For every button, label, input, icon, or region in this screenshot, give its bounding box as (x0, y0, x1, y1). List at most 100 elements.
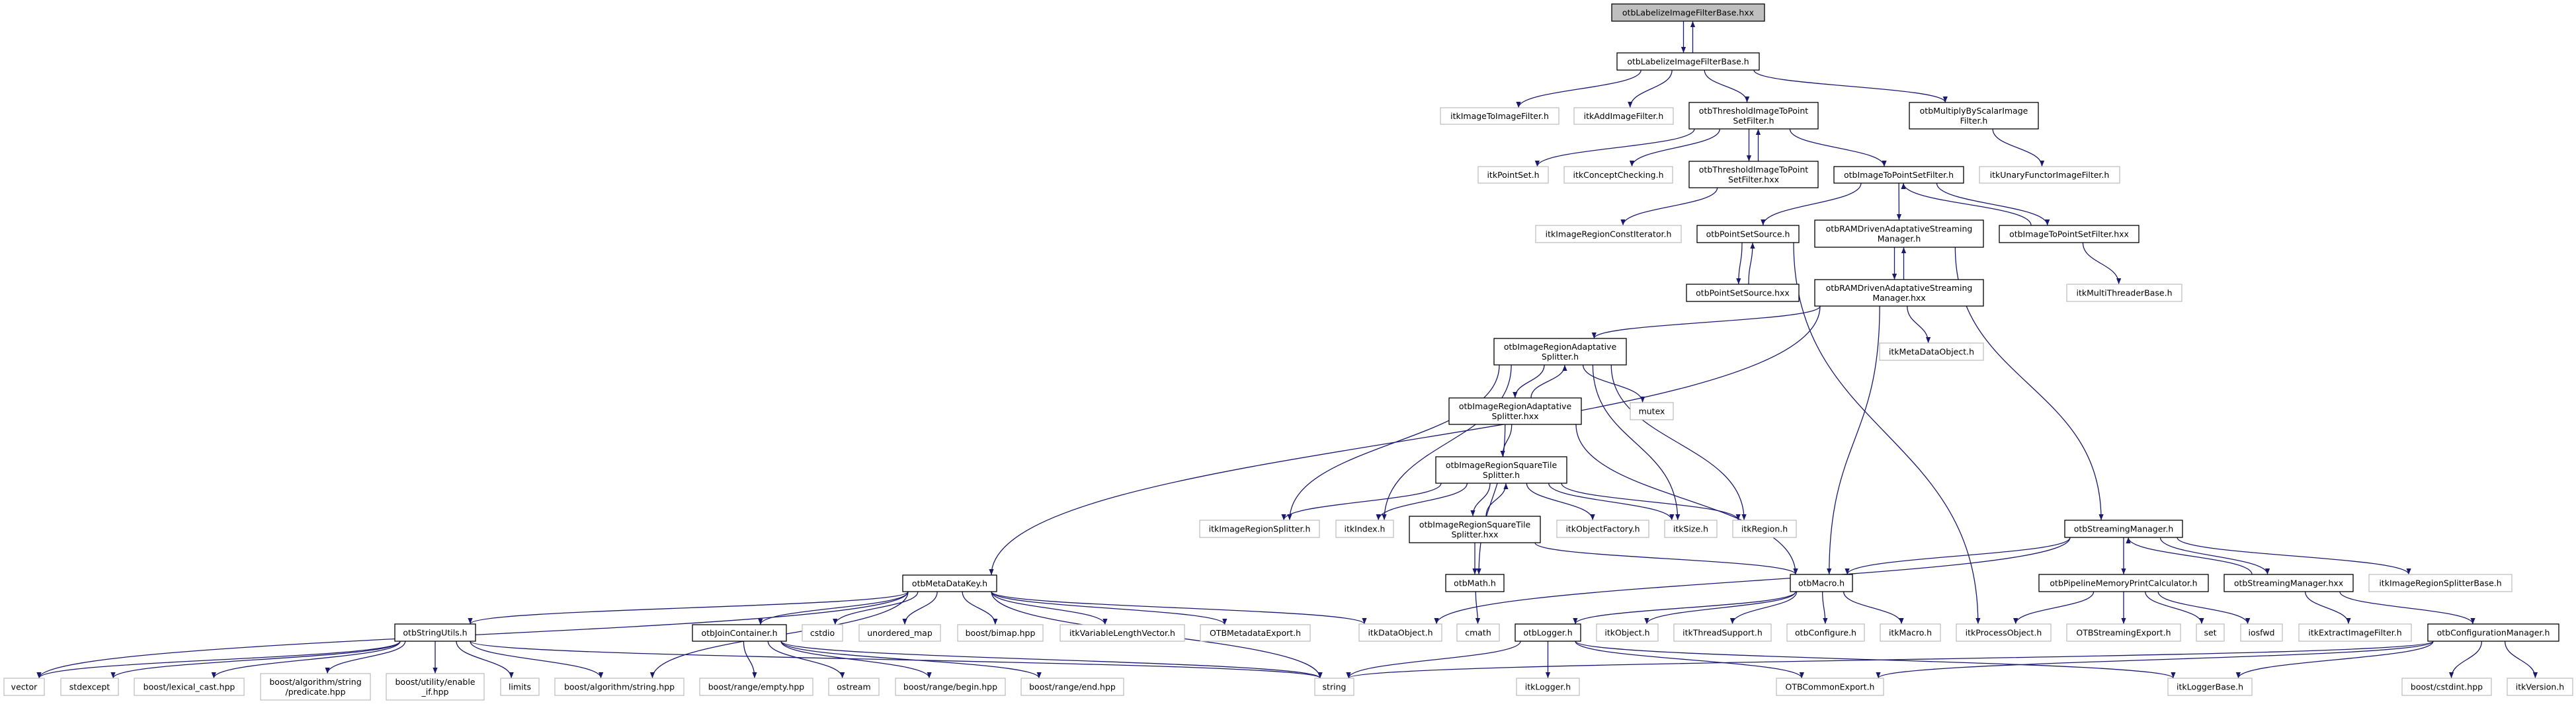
edge-otbstreamingmanager-hxx-to-otbstreamingmanager-h (2126, 537, 2253, 575)
node-box (60, 678, 119, 696)
node-iosfwd: iosfwd (2240, 623, 2283, 642)
node-otblogger-h[interactable]: otbLogger.h (1515, 623, 1581, 642)
edge-otbconfigurationmanager-h-to-itkversion-h (2504, 641, 2538, 679)
edge-otblabelizeimagefilterbase-h-to-itkimagetoimagefilter-h (1516, 69, 1641, 108)
node-otbpointsetsource-h[interactable]: otbPointSetSource.h (1696, 225, 1800, 243)
node-otbjoincontainer-h[interactable]: otbJoinContainer.h (692, 624, 787, 642)
node-box (1477, 166, 1549, 184)
edge-otbstringutils-h-to-limits (456, 641, 514, 679)
node-otbimagetopointsetfilter-h[interactable]: otbImageToPointSetFilter.h (1833, 166, 1964, 184)
edge-otbmetadatakey-h-to-boost-bimap-hpp (962, 591, 998, 625)
node-label: boost/algorithm/string.hpp (564, 682, 675, 692)
node-label: otbStringUtils.h (403, 628, 467, 638)
node-box (500, 678, 540, 696)
node-label: boost/lexical_cast.hpp (144, 682, 235, 692)
node-otblabelizeimagefilterbase-h[interactable]: otbLabelizeImageFilterBase.h (1616, 52, 1760, 71)
node-otbramdrivenadaptativestreamingmanager-hxx[interactable]: otbRAMDrivenAdaptativeStreamingManager.h… (1814, 279, 1984, 307)
edge-otbimageregionadaptativesplitter-h-to-itkindex-h (1382, 364, 1512, 521)
node-otbimagetopointsetfilter-hxx[interactable]: otbImageToPointSetFilter.hxx (1999, 225, 2140, 243)
edge-otbjoincontainer-h-to-boost-range-empty-hpp (743, 641, 757, 679)
node-box (692, 624, 787, 642)
node-boost-utility-enable-if-hpp: boost/utility/enable_if.hpp (386, 673, 485, 701)
node-box (1314, 678, 1354, 696)
node-itkobject-h: itkObject.h (1596, 623, 1659, 642)
node-label: itkVariableLengthVector.h (1069, 628, 1175, 638)
edge-otbstreamingmanager-h-to-itkimageregionsplitterbase-h (2177, 537, 2411, 575)
edge-otbimageregionsquaretilesplitter-h-to-otbimageregionsquaretilesplitter-hxx (1470, 483, 1491, 517)
node-label: boost/algorithm/string (269, 677, 361, 687)
node-box (2066, 623, 2181, 642)
node-box (1999, 225, 2140, 243)
node-label: otbLabelizeImageFilterBase.hxx (1622, 8, 1754, 18)
node-label: itkObjectFactory.h (1565, 524, 1640, 534)
edge-otbramdrivenadaptativestreamingmanager-hxx-to-otbmetadatakey-h (989, 305, 1821, 576)
node-label: boost/range/end.hpp (1029, 682, 1116, 692)
node-label: boost/cstdint.hpp (2411, 682, 2483, 692)
node-label: /predicate.hpp (286, 687, 346, 697)
node-cstdio: cstdio (802, 624, 843, 642)
node-box (1199, 520, 1320, 538)
node-otbstreamingmanager-hxx[interactable]: otbStreamingManager.hxx (2223, 574, 2354, 592)
node-label: boost/utility/enable (395, 677, 476, 687)
node-otbpointsetsource-hxx[interactable]: otbPointSetSource.hxx (1686, 284, 1800, 302)
edge-otbimagetopointsetfilter-h-to-otbpointsetsource-h (1761, 182, 1862, 226)
edge-otbstringutils-h-to-boost-algorithm-string-hpp (470, 641, 604, 679)
node-label: OTBMetadataExport.h (1210, 628, 1301, 638)
node-label: itkAddImageFilter.h (1584, 111, 1664, 121)
node-otbpipelinememoryprintcalculator-h[interactable]: otbPipelineMemoryPrintCalculator.h (2038, 574, 2209, 592)
node-otbmath-h[interactable]: otbMath.h (1445, 574, 1505, 592)
node-label: Splitter.hxx (1492, 411, 1539, 421)
node-label: otbMultiplyByScalarImage (1920, 106, 2028, 116)
node-label: itkRegion.h (1741, 524, 1788, 534)
node-label: itkProcessObject.h (1966, 628, 2042, 638)
edge-otbstringutils-h-to-boost-algorithm-string-predicate-hpp (325, 641, 406, 674)
edge-otblogger-h-to-string (1346, 641, 1521, 679)
edge-otbmetadatakey-h-to-cstdio (833, 591, 919, 625)
node-label: otbConfigurationManager.h (2437, 628, 2550, 638)
node-otbstreamingmanager-h[interactable]: otbStreamingManager.h (2064, 520, 2183, 538)
node-otblabelizeimagefilterbase-hxx[interactable]: otbLabelizeImageFilterBase.hxx (1611, 3, 1765, 22)
node-set: set (2196, 623, 2225, 642)
edge-otbmetadatakey-h-to-otbmetadataexport-h (991, 591, 1227, 625)
edge-otbpipelinememoryprintcalculator-h-to-iosfwd (2157, 591, 2251, 625)
node-box (2298, 623, 2412, 642)
node-label: string (1323, 682, 1347, 692)
node-label: vector (11, 682, 38, 692)
node-box (1611, 3, 1765, 22)
edge-otbstreamingmanager-h-to-otbstreamingmanager-hxx (2159, 537, 2270, 575)
edge-otbstringutils-h-to-vector (36, 641, 401, 679)
node-otbstringutils-h[interactable]: otbStringUtils.h (394, 623, 476, 642)
node-itkversion-h: itkVersion.h (2507, 678, 2573, 696)
edge-otbmacro-h-to-itkthreadsupport-h (1729, 591, 1798, 625)
edges-layer (36, 21, 2538, 679)
node-label: Splitter.hxx (1452, 529, 1499, 539)
node-otbconfigurationmanager-h[interactable]: otbConfigurationManager.h (2427, 623, 2559, 642)
node-label: ostream (837, 682, 870, 692)
node-box (1630, 402, 1674, 420)
edge-otbthresholdimagetopointsetfilter-h-to-otbimagetopointsetfilter-h (1789, 128, 1887, 167)
edge-otbimageregionsquaretilesplitter-h-to-itkobjectfactory-h (1526, 483, 1595, 521)
node-label: itkIndex.h (1345, 524, 1386, 534)
node-itkmultithreaderbase-h: itkMultiThreaderBase.h (2066, 284, 2182, 302)
node-boost-range-begin-hpp: boost/range/begin.hpp (895, 678, 1006, 696)
node-box (1515, 623, 1581, 642)
edge-otbramdrivenadaptativestreamingmanager-hxx-to-otbmacro-h (1827, 305, 1880, 575)
edge-otbimageregionadaptativesplitter-h-to-itkimageregionsplitter-h (1287, 364, 1500, 521)
edge-otbconfigurationmanager-h-to-itkloggerbase-h (2235, 641, 2434, 679)
node-otbmetadatakey-h[interactable]: otbMetaDataKey.h (902, 574, 997, 592)
node-otbconfigure-h: otbConfigure.h (1786, 623, 1865, 642)
node-label: itkDataObject.h (1368, 628, 1433, 638)
node-label: SetFilter.hxx (1728, 175, 1779, 184)
edge-otbimageregionadaptativesplitter-h-to-itkregion-h (1610, 364, 1747, 521)
edge-otbthresholdimagetopointsetfilter-hxx-to-itkimageregionconstiterator-h (1620, 187, 1718, 226)
node-otbmacro-h[interactable]: otbMacro.h (1790, 574, 1853, 592)
